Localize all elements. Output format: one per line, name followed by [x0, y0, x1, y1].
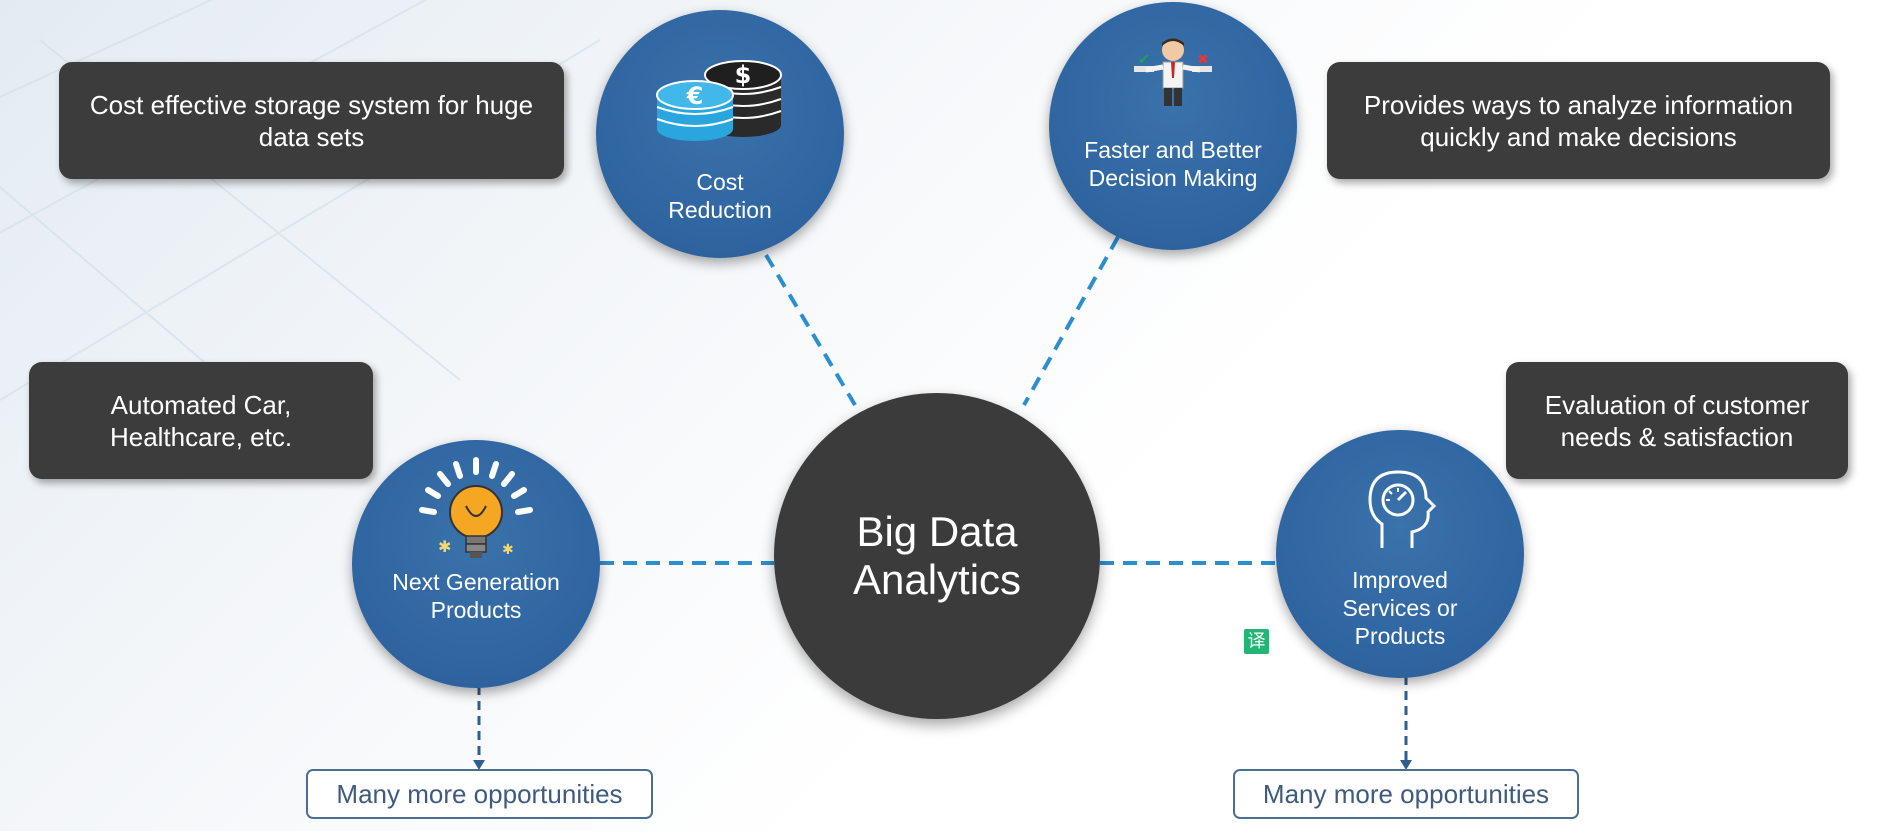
center-label: Big Data Analytics: [852, 508, 1022, 603]
svg-text:✱: ✱: [438, 537, 451, 556]
connector-decision: [1022, 236, 1120, 406]
center-node-big-data-analytics: Big Data Analytics: [774, 393, 1100, 719]
node-cost-reduction: $ € Cost Reduction: [596, 10, 844, 258]
node-label: Next Generation Products: [392, 569, 560, 623]
svg-text:✔: ✔: [1138, 52, 1150, 68]
svg-text:✖: ✖: [1197, 52, 1209, 68]
svg-text:✱: ✱: [502, 542, 514, 558]
node-next-generation-products: ✱ ✱ Next Generation Products: [352, 440, 600, 688]
node-label: Faster and Better Decision Making: [1084, 137, 1262, 191]
coins-icon: $ €: [656, 60, 782, 141]
opportunities-box-improved: Many more opportunities: [1233, 769, 1579, 819]
node-label: Cost Reduction: [668, 169, 772, 223]
svg-text:$: $: [735, 61, 752, 89]
head-gauge-icon: [1368, 470, 1437, 548]
translate-badge[interactable]: 译: [1244, 629, 1269, 654]
lightbulb-icon: ✱ ✱: [419, 457, 533, 558]
description-improved: Evaluation of customer needs & satisfact…: [1506, 362, 1848, 479]
description-next-gen: Automated Car, Healthcare, etc.: [29, 362, 373, 479]
node-decision-making: ✔ ✖ Faster and Better Decision Making: [1049, 2, 1297, 250]
svg-text:€: €: [686, 82, 704, 110]
description-decision: Provides ways to analyze information qui…: [1327, 62, 1830, 179]
node-improved-services: Improved Services or Products: [1276, 430, 1524, 678]
businessman-icon: ✔ ✖: [1134, 38, 1212, 106]
opportunities-box-next-gen: Many more opportunities: [306, 769, 653, 819]
description-cost: Cost effective storage system for huge d…: [59, 62, 564, 179]
node-label: Improved Services or Products: [1342, 567, 1458, 649]
connector-cost: [764, 253, 857, 407]
